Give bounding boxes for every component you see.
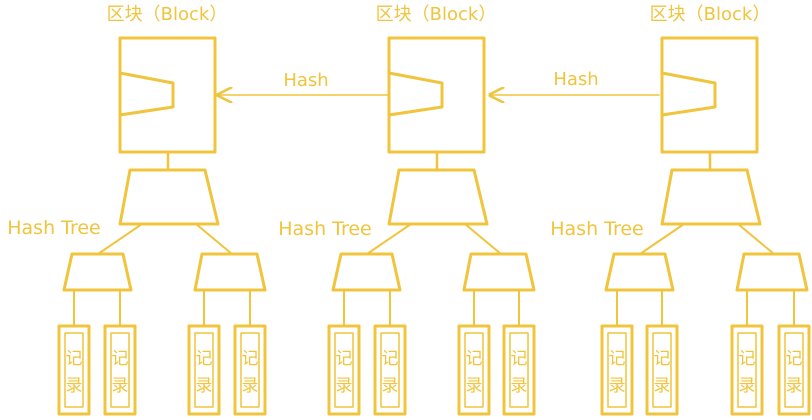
block-3-root-node bbox=[660, 168, 762, 226]
hash-tree-label-2: Hash Tree bbox=[278, 218, 372, 240]
record-char-2: 录 bbox=[786, 376, 803, 396]
record-box-inner bbox=[464, 332, 484, 408]
record-box-outer bbox=[777, 324, 811, 416]
block-title-1: 区块（Block） bbox=[107, 4, 228, 25]
record-box: 记录 bbox=[502, 324, 536, 416]
record-box-outer bbox=[187, 324, 221, 416]
record-char-1: 记 bbox=[66, 349, 83, 369]
record-char-2: 录 bbox=[382, 376, 399, 396]
record-box-outer bbox=[457, 324, 491, 416]
record-box-inner bbox=[509, 332, 529, 408]
record-box: 记录 bbox=[373, 324, 407, 416]
record-box-inner bbox=[380, 332, 400, 408]
record-char-2: 录 bbox=[739, 376, 756, 396]
block-title-3: 区块（Block） bbox=[650, 4, 771, 25]
record-box: 记录 bbox=[187, 324, 221, 416]
block-2-root-node bbox=[387, 168, 489, 226]
record-box-outer bbox=[645, 324, 679, 416]
record-char-1: 记 bbox=[739, 349, 756, 369]
block-2 bbox=[331, 36, 536, 327]
record-box-outer bbox=[730, 324, 764, 416]
block-2-box bbox=[387, 36, 486, 154]
hash-label-1: Hash bbox=[283, 70, 328, 91]
block-1 bbox=[62, 36, 267, 327]
block-1-left-node bbox=[62, 252, 133, 292]
block-3 bbox=[604, 36, 809, 327]
record-char-2: 录 bbox=[112, 376, 129, 396]
record-char-1: 记 bbox=[511, 349, 528, 369]
record-box: 记录 bbox=[777, 324, 811, 416]
record-char-1: 记 bbox=[112, 349, 129, 369]
record-box-outer bbox=[600, 324, 634, 416]
record-box-outer bbox=[57, 324, 91, 416]
record-box: 记录 bbox=[730, 324, 764, 416]
record-char-1: 记 bbox=[609, 349, 626, 369]
record-box-inner bbox=[194, 332, 214, 408]
record-box-inner bbox=[784, 332, 804, 408]
hash-label-2: Hash bbox=[553, 69, 598, 90]
record-char-1: 记 bbox=[336, 349, 353, 369]
block-2-hash-slot bbox=[387, 71, 444, 117]
record-box: 记录 bbox=[645, 324, 679, 416]
record-char-2: 录 bbox=[196, 376, 213, 396]
record-char-2: 录 bbox=[466, 376, 483, 396]
record-box-inner bbox=[240, 332, 260, 408]
record-box-inner bbox=[607, 332, 627, 408]
record-char-2: 录 bbox=[511, 376, 528, 396]
record-box-outer bbox=[233, 324, 267, 416]
block-2-right-node bbox=[462, 252, 536, 292]
record-box-inner bbox=[110, 332, 130, 408]
record-box: 记录 bbox=[327, 324, 361, 416]
record-box: 记录 bbox=[103, 324, 137, 416]
block-1-hash-slot bbox=[118, 71, 175, 117]
record-char-1: 记 bbox=[466, 349, 483, 369]
record-box-outer bbox=[373, 324, 407, 416]
record-box: 记录 bbox=[457, 324, 491, 416]
record-char-2: 录 bbox=[609, 376, 626, 396]
block-3-left-node bbox=[604, 252, 675, 292]
block-1-right-node bbox=[193, 252, 267, 292]
record-char-1: 记 bbox=[242, 349, 259, 369]
hash-tree-label-1: Hash Tree bbox=[7, 217, 101, 239]
record-box: 记录 bbox=[233, 324, 267, 416]
record-char-1: 记 bbox=[196, 349, 213, 369]
record-char-1: 记 bbox=[654, 349, 671, 369]
record-char-2: 录 bbox=[66, 376, 83, 396]
record-char-2: 录 bbox=[654, 376, 671, 396]
record-char-1: 记 bbox=[382, 349, 399, 369]
record-char-2: 录 bbox=[336, 376, 353, 396]
record-box-inner bbox=[737, 332, 757, 408]
block-1-root-node bbox=[118, 168, 220, 226]
record-char-2: 录 bbox=[242, 376, 259, 396]
record-box-outer bbox=[502, 324, 536, 416]
record-box-inner bbox=[334, 332, 354, 408]
record-box: 记录 bbox=[600, 324, 634, 416]
record-char-1: 记 bbox=[786, 349, 803, 369]
block-title-2: 区块（Block） bbox=[376, 4, 497, 25]
record-box-outer bbox=[327, 324, 361, 416]
record-box-inner bbox=[652, 332, 672, 408]
block-3-right-node bbox=[735, 252, 809, 292]
record-box: 记录 bbox=[57, 324, 91, 416]
block-2-left-node bbox=[331, 252, 402, 292]
block-3-hash-slot bbox=[660, 71, 717, 117]
record-box-inner bbox=[64, 332, 84, 408]
record-box-outer bbox=[103, 324, 137, 416]
hash-tree-label-3: Hash Tree bbox=[550, 218, 644, 240]
block-1-box bbox=[118, 36, 217, 154]
block-3-box bbox=[660, 36, 759, 154]
